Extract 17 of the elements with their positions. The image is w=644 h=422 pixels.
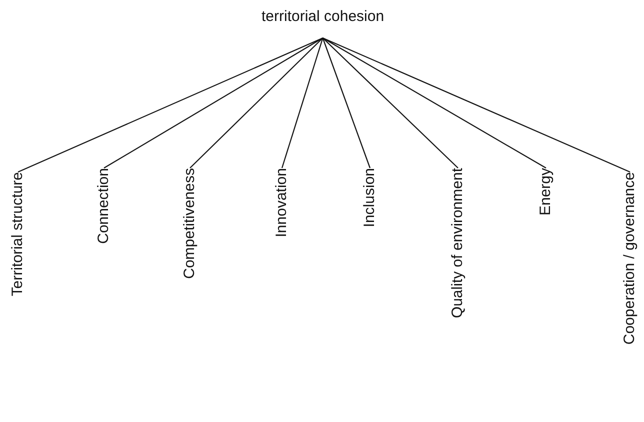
branch-line bbox=[281, 38, 324, 168]
branch-label: Competitiveness bbox=[181, 168, 199, 279]
branch-line bbox=[190, 38, 324, 168]
root-label: territorial cohesion bbox=[262, 8, 384, 26]
branch-line bbox=[104, 38, 324, 168]
branch-label: Quality of environment bbox=[449, 168, 467, 318]
branch-label: Connection bbox=[95, 168, 113, 244]
branch-label: Inclusion bbox=[361, 168, 379, 228]
branch-line bbox=[322, 38, 630, 172]
branch-line bbox=[322, 38, 458, 168]
branch-line bbox=[322, 38, 371, 168]
branch-label: Energy bbox=[537, 168, 555, 216]
branch-label: Cooperation / governance bbox=[621, 172, 639, 345]
branch-label: Territorial structure bbox=[9, 172, 27, 296]
branch-label: Innovation bbox=[273, 168, 291, 238]
branch-line bbox=[18, 38, 323, 172]
branch-line bbox=[322, 38, 546, 168]
